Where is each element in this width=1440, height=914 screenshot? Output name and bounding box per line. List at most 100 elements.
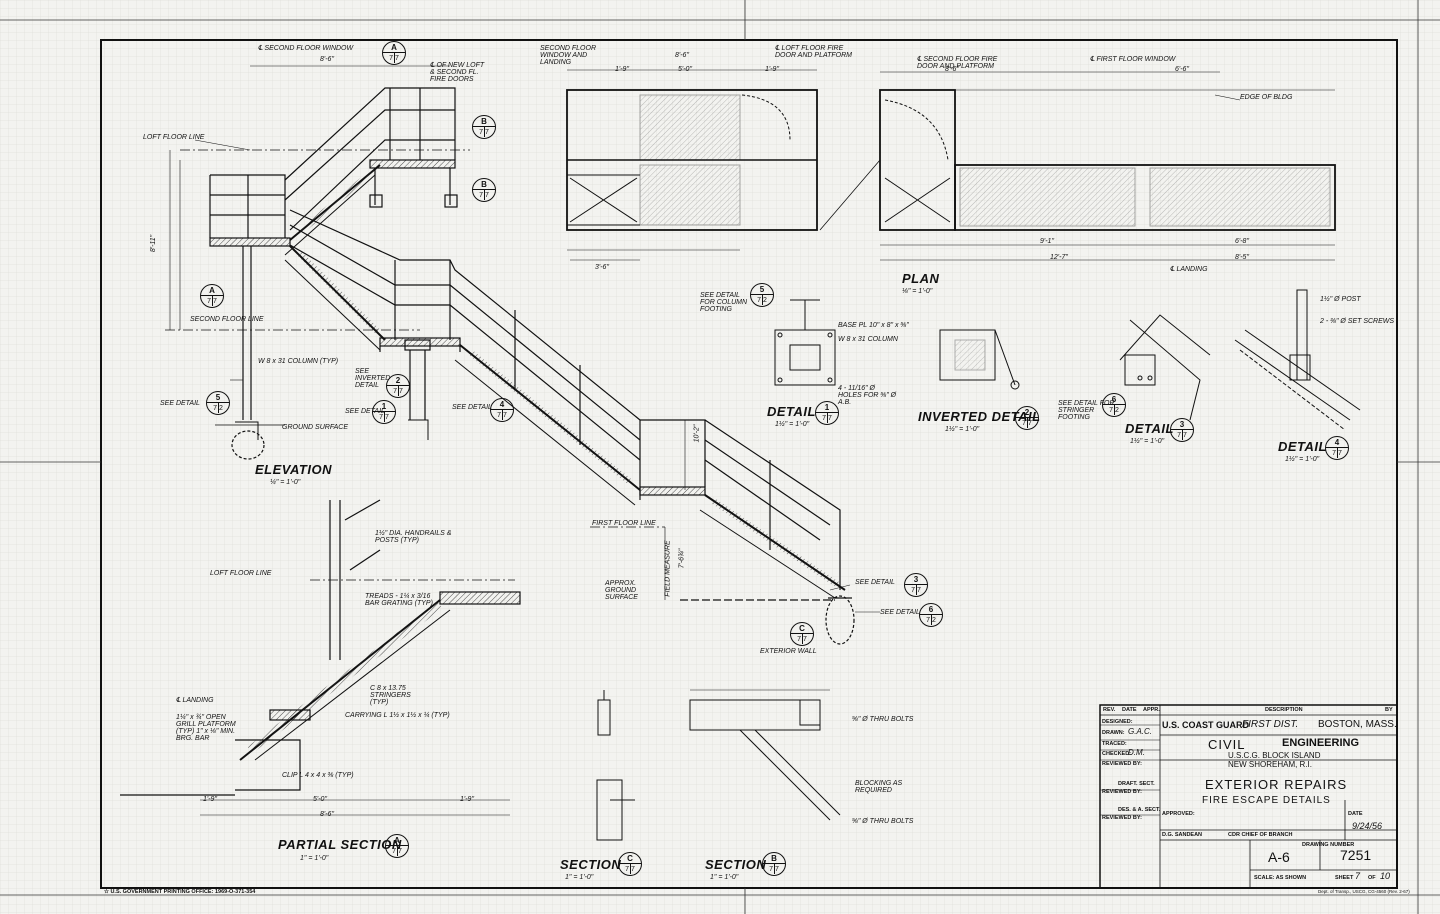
note-set-screws: 2 - ⅜" Ø SET SCREWS	[1320, 318, 1395, 325]
tb-appr: APPR.	[1143, 707, 1160, 713]
dim-sec-d: 8'-6"	[320, 811, 334, 818]
tb-reviewed-1: REVIEWED BY:	[1102, 761, 1142, 767]
note-see-detail-6: SEE DETAIL	[880, 609, 920, 616]
dim-plan-g: 6'-8"	[1235, 238, 1249, 245]
note-field-measure: FIELD MEASURE	[664, 540, 672, 597]
note-see-detail-1: SEE DETAIL	[345, 408, 385, 415]
detail-3-scale: 1½" = 1'-0"	[1130, 438, 1165, 445]
section-b-scale: 1" = 1'-0"	[710, 874, 739, 881]
detail-3-title: DETAIL	[1125, 421, 1174, 436]
note-see-detail-4: SEE DETAIL	[452, 404, 492, 411]
section-c-title: SECTION	[560, 857, 622, 872]
tb-of-label: OF	[1368, 875, 1376, 881]
note-detail-holes: 4 - 11/16" Ø HOLES FOR ⅝" Ø A.B.	[838, 385, 897, 406]
dim-plan-b: 1'-9"	[615, 66, 629, 73]
tb-drawing-number-label: DRAWING NUMBER	[1302, 842, 1355, 848]
section-c	[596, 690, 635, 841]
tb-approved: APPROVED:	[1162, 811, 1195, 817]
detail-1-scale: 1½" = 1'-0"	[775, 421, 810, 428]
plan-scale: ⅛" = 1'-0"	[902, 288, 933, 295]
tb-approver-title: CDR CHIEF OF BRANCH	[1228, 832, 1293, 838]
note-see-inverted-detail: SEE INVERTED DETAIL	[355, 368, 391, 389]
dim-sec-b: 5'-0"	[313, 796, 327, 803]
tb-approver: D.G. SANDEAN	[1162, 832, 1203, 838]
note-blocking: BLOCKING AS REQUIRED	[855, 780, 903, 794]
dim-plan-h: 12'-7"	[1050, 254, 1068, 261]
note-exterior-wall: EXTERIOR WALL	[760, 648, 817, 655]
tb-reviewed-2: REVIEWED BY:	[1102, 789, 1142, 795]
tb-description: DESCRIPTION	[1265, 707, 1303, 713]
tb-footer: Dept. of Transp., USCG, CG-4560 (Rev. 2-…	[1318, 889, 1410, 894]
detail-3	[1119, 314, 1211, 421]
tb-city: BOSTON, MASS.	[1318, 719, 1397, 730]
tb-dept-1: CIVIL	[1208, 737, 1246, 752]
plan-view	[566, 69, 1336, 261]
tb-sheet-label: SHEET	[1335, 875, 1354, 881]
elevation-title: ELEVATION	[255, 462, 332, 477]
detail-4-scale: 1½" = 1'-0"	[1285, 456, 1320, 463]
note-see-detail-5: SEE DETAIL	[160, 400, 200, 407]
tb-checked-val: D.M.	[1128, 748, 1145, 757]
note-new-loft: ℄ OF NEW LOFT & SECOND FL. FIRE DOORS	[430, 62, 485, 83]
dim-plan-d: 1'-9"	[765, 66, 779, 73]
note-ground-surface: GROUND SURFACE	[282, 424, 348, 431]
detail-2	[939, 329, 1020, 390]
note-loft-floor-line: LOFT FLOOR LINE	[143, 134, 205, 141]
dim-plan-j: 3'-6"	[595, 264, 609, 271]
detail-4	[1234, 289, 1361, 431]
detail-1	[774, 299, 836, 386]
tb-rev: REV.	[1103, 707, 1116, 713]
section-c-scale: 1" = 1'-0"	[565, 874, 594, 881]
tb-date-val: 9/24/56	[1352, 821, 1383, 831]
tb-district: FIRST DIST.	[1242, 719, 1299, 730]
dim-elev-height-2: 7'-6¾"	[678, 548, 686, 569]
tb-drawn: DRAWN:	[1102, 730, 1125, 736]
detail-1-title: DETAIL	[767, 404, 816, 419]
tb-org: U.S. COAST GUARD	[1162, 720, 1250, 730]
note-approx-ground: APPROX. GROUND SURFACE	[605, 580, 638, 601]
tb-dept-2: ENGINEERING	[1282, 737, 1360, 749]
tb-by: BY	[1385, 707, 1393, 713]
note-edge-of-bldg: EDGE OF BLDG	[1240, 94, 1293, 101]
note-plan-window-landing: SECOND FLOOR WINDOW AND LANDING	[540, 45, 597, 66]
note-plan-second-door: ℄ SECOND FLOOR FIRE DOOR AND PLATFORM	[917, 56, 998, 70]
tb-site-1: U.S.C.G. BLOCK ISLAND	[1228, 751, 1321, 760]
dim-plan-e: 6'-6"	[1175, 66, 1189, 73]
tb-sheet-total: 10	[1380, 871, 1391, 881]
tb-date-col: DATE	[1122, 707, 1137, 713]
tb-sheet-code: A-6	[1268, 849, 1290, 865]
note-second-floor-window: ℄ SECOND FLOOR WINDOW	[258, 45, 354, 52]
note-see-detail-3: SEE DETAIL	[855, 579, 895, 586]
note-second-floor-line: SECOND FLOOR LINE	[190, 316, 264, 323]
detail-2-title: INVERTED DETAIL	[918, 409, 1041, 424]
note-see-detail-footing: SEE DETAIL FOR COLUMN FOOTING	[700, 292, 748, 313]
dim-elev-top: 8'-6"	[320, 56, 334, 63]
note-clip: CLIP L 4 x 4 x ⅜ (TYP)	[282, 772, 354, 779]
dim-sec-c: 1'-9"	[460, 796, 474, 803]
tb-drawn-val: G.A.C.	[1128, 727, 1153, 736]
dim-elev-height-1: 10'-2"	[693, 424, 701, 443]
note-plan-loft-door: ℄ LOFT FLOOR FIRE DOOR AND PLATFORM	[775, 45, 853, 59]
note-post: 1½" Ø POST	[1320, 296, 1361, 303]
note-thru-bolts-1: ⅝" Ø THRU BOLTS	[852, 716, 914, 723]
tb-checked: CHECKED:	[1102, 751, 1132, 757]
note-treads: TREADS - 1¼ x 3/16 BAR GRATING (TYP)	[365, 593, 433, 607]
dim-plan-i: 8'-5"	[1235, 254, 1249, 261]
